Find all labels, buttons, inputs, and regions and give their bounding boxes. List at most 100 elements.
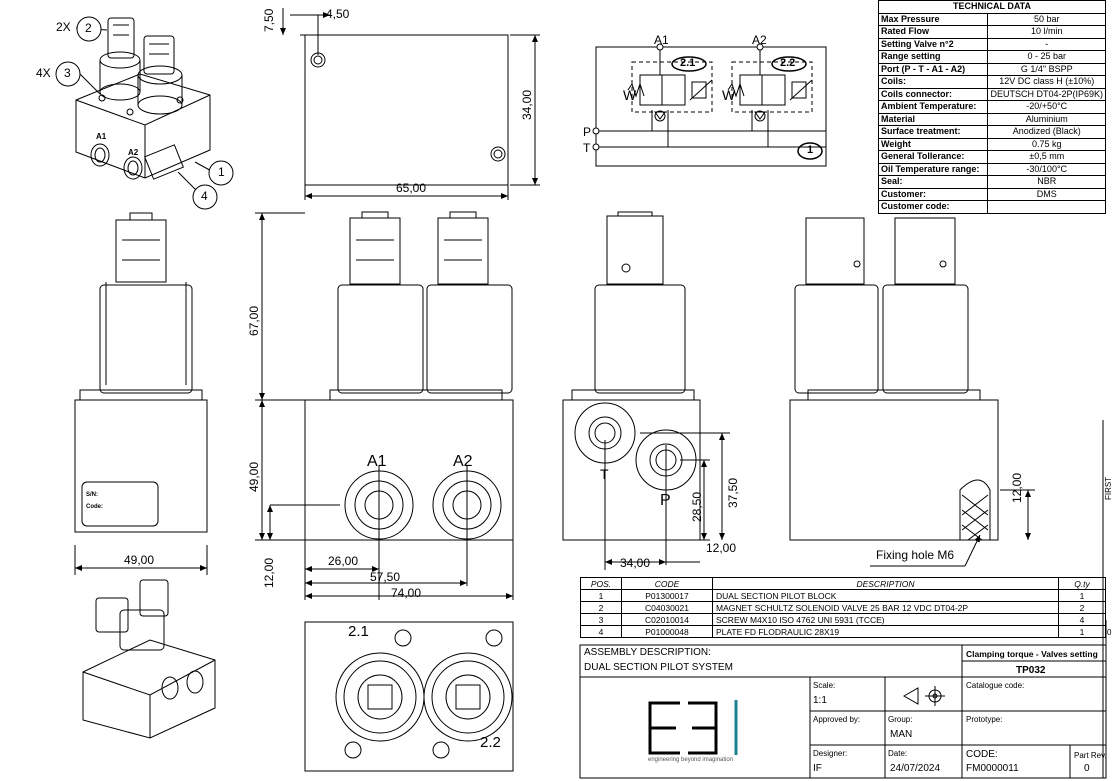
tech-key: Customer code: — [877, 200, 989, 214]
dim-4-50: 4,50 — [326, 7, 350, 21]
dim-37-50: 37,50 — [726, 477, 740, 508]
tech-value: 10 l/min — [987, 25, 1106, 39]
date-value: 24/07/2024 — [890, 763, 941, 774]
tech-value: Aluminium — [987, 112, 1106, 126]
tech-value — [987, 200, 1106, 214]
part-rev-label: Part Rev. — [1074, 751, 1107, 760]
top-view-plate — [280, 8, 540, 200]
logo-tagline: engineering beyond imagination — [648, 757, 734, 763]
tp-code: TP032 — [1016, 665, 1046, 676]
tech-value: DEUTSCH DT04-2P(IP69K) — [987, 87, 1106, 101]
bottom-label-21: 2.1 — [348, 623, 369, 640]
bom-qty: 1 — [1058, 625, 1106, 638]
dim-57-50: 57,50 — [370, 570, 401, 584]
scale-label: Scale: — [813, 681, 836, 690]
tech-value: 0.75 kg — [987, 137, 1106, 151]
tech-row: Port (P - T - A1 - A2)G 1/4" BSPP — [877, 62, 1106, 76]
schem-p: P — [583, 125, 592, 139]
dim-34-00-b: 34,00 — [620, 556, 651, 570]
tech-value: 50 bar — [987, 12, 1106, 26]
bom-header-pos: POS. — [580, 577, 622, 590]
technical-data-title: TECHNICAL DATA — [878, 0, 1106, 14]
tech-row: Customer code: — [877, 200, 1106, 214]
fixing-hole-label: Fixing hole M6 — [876, 548, 955, 562]
code-value: FM0000011 — [966, 763, 1019, 774]
tech-key: Coils: — [877, 75, 989, 89]
tech-key: Surface treatment: — [877, 125, 989, 139]
assembly-description-label: ASSEMBLY DESCRIPTION: — [584, 647, 711, 658]
tech-value: NBR — [987, 175, 1106, 189]
tech-row: General Tollerance:±0,5 mm — [877, 150, 1106, 164]
designer-label: Designer: — [813, 749, 848, 758]
tech-value: DMS — [987, 187, 1106, 201]
designer-value: IF — [813, 763, 822, 774]
bom-pos: 1 — [580, 589, 622, 602]
tech-value: G 1/4" BSPP — [987, 62, 1106, 76]
tech-key: Weight — [877, 137, 989, 151]
schem-1: 1 — [807, 144, 814, 156]
iso-label-a1: A1 — [96, 132, 107, 141]
date-label: Date: — [888, 749, 908, 758]
dim-34-00: 34,00 — [520, 89, 534, 120]
callout-1: 1 — [218, 165, 225, 179]
hydraulic-schematic — [592, 43, 827, 167]
callout-3: 3 — [64, 66, 71, 80]
bom-description: SCREW M4X10 ISO 4762 UNI 5931 (TCCE) — [712, 613, 1059, 626]
dim-67-00: 67,00 — [247, 305, 261, 336]
schem-21: 2.1 — [680, 57, 696, 69]
tech-row: Setting Valve n°2- — [877, 37, 1106, 51]
bom-pos: 3 — [580, 613, 622, 626]
bom-header-description: DESCRIPTION — [712, 577, 1059, 590]
bom-description: DUAL SECTION PILOT BLOCK — [712, 589, 1059, 602]
scale-value: 1:1 — [813, 695, 827, 706]
code-label: CODE: — [966, 749, 998, 760]
schem-w2: W — [722, 87, 736, 103]
side-view-right — [789, 217, 1104, 778]
port-a1: A1 — [367, 453, 387, 470]
callout-2: 2 — [85, 21, 92, 35]
bottom-label-22: 2.2 — [480, 734, 501, 751]
tech-row: Seal:NBR — [877, 175, 1106, 189]
tech-row: Customer:DMS — [877, 187, 1106, 201]
part-rev-value: 0 — [1084, 763, 1090, 774]
tech-key: Ambient Temperature: — [877, 100, 989, 114]
port-p: P — [660, 492, 671, 509]
bom-description: PLATE FD FLODRAULIC 28X19 — [712, 625, 1059, 638]
prototype-label: Prototype: — [966, 715, 1003, 724]
tech-row: Surface treatment:Anodized (Black) — [877, 125, 1106, 139]
dim-28-50: 28,50 — [690, 491, 704, 522]
schem-22: 2.2 — [780, 57, 796, 69]
bom-header-code: CODE — [621, 577, 713, 590]
bom-code: P01300017 — [621, 589, 713, 602]
bom-code: C04030021 — [621, 601, 713, 614]
dim-12-00-c: 12,00 — [1010, 472, 1024, 503]
front-view-dual — [255, 211, 514, 600]
bom-pos: 2 — [580, 601, 622, 614]
bom-description: MAGNET SCHULTZ SOLENOID VALVE 25 BAR 12 … — [712, 601, 1059, 614]
revision-index: 0 — [1107, 628, 1112, 637]
bom-qty: 2 — [1058, 601, 1106, 614]
tech-key: Seal: — [877, 175, 989, 189]
bom-code: C02010014 — [621, 613, 713, 626]
tech-value: -20/+50°C — [987, 100, 1106, 114]
group-value: MAN — [890, 729, 913, 740]
tech-key: Max Pressure — [877, 12, 989, 26]
port-a2: A2 — [453, 453, 473, 470]
tech-row: Ambient Temperature:-20/+50°C — [877, 100, 1106, 114]
schem-a1: A1 — [654, 33, 669, 47]
side-view-left — [74, 212, 208, 575]
tech-key: Material — [877, 112, 989, 126]
title-block-grid — [579, 620, 1107, 779]
bom-qty: 1 — [1058, 589, 1106, 602]
dim-7-50: 7,50 — [262, 8, 276, 32]
